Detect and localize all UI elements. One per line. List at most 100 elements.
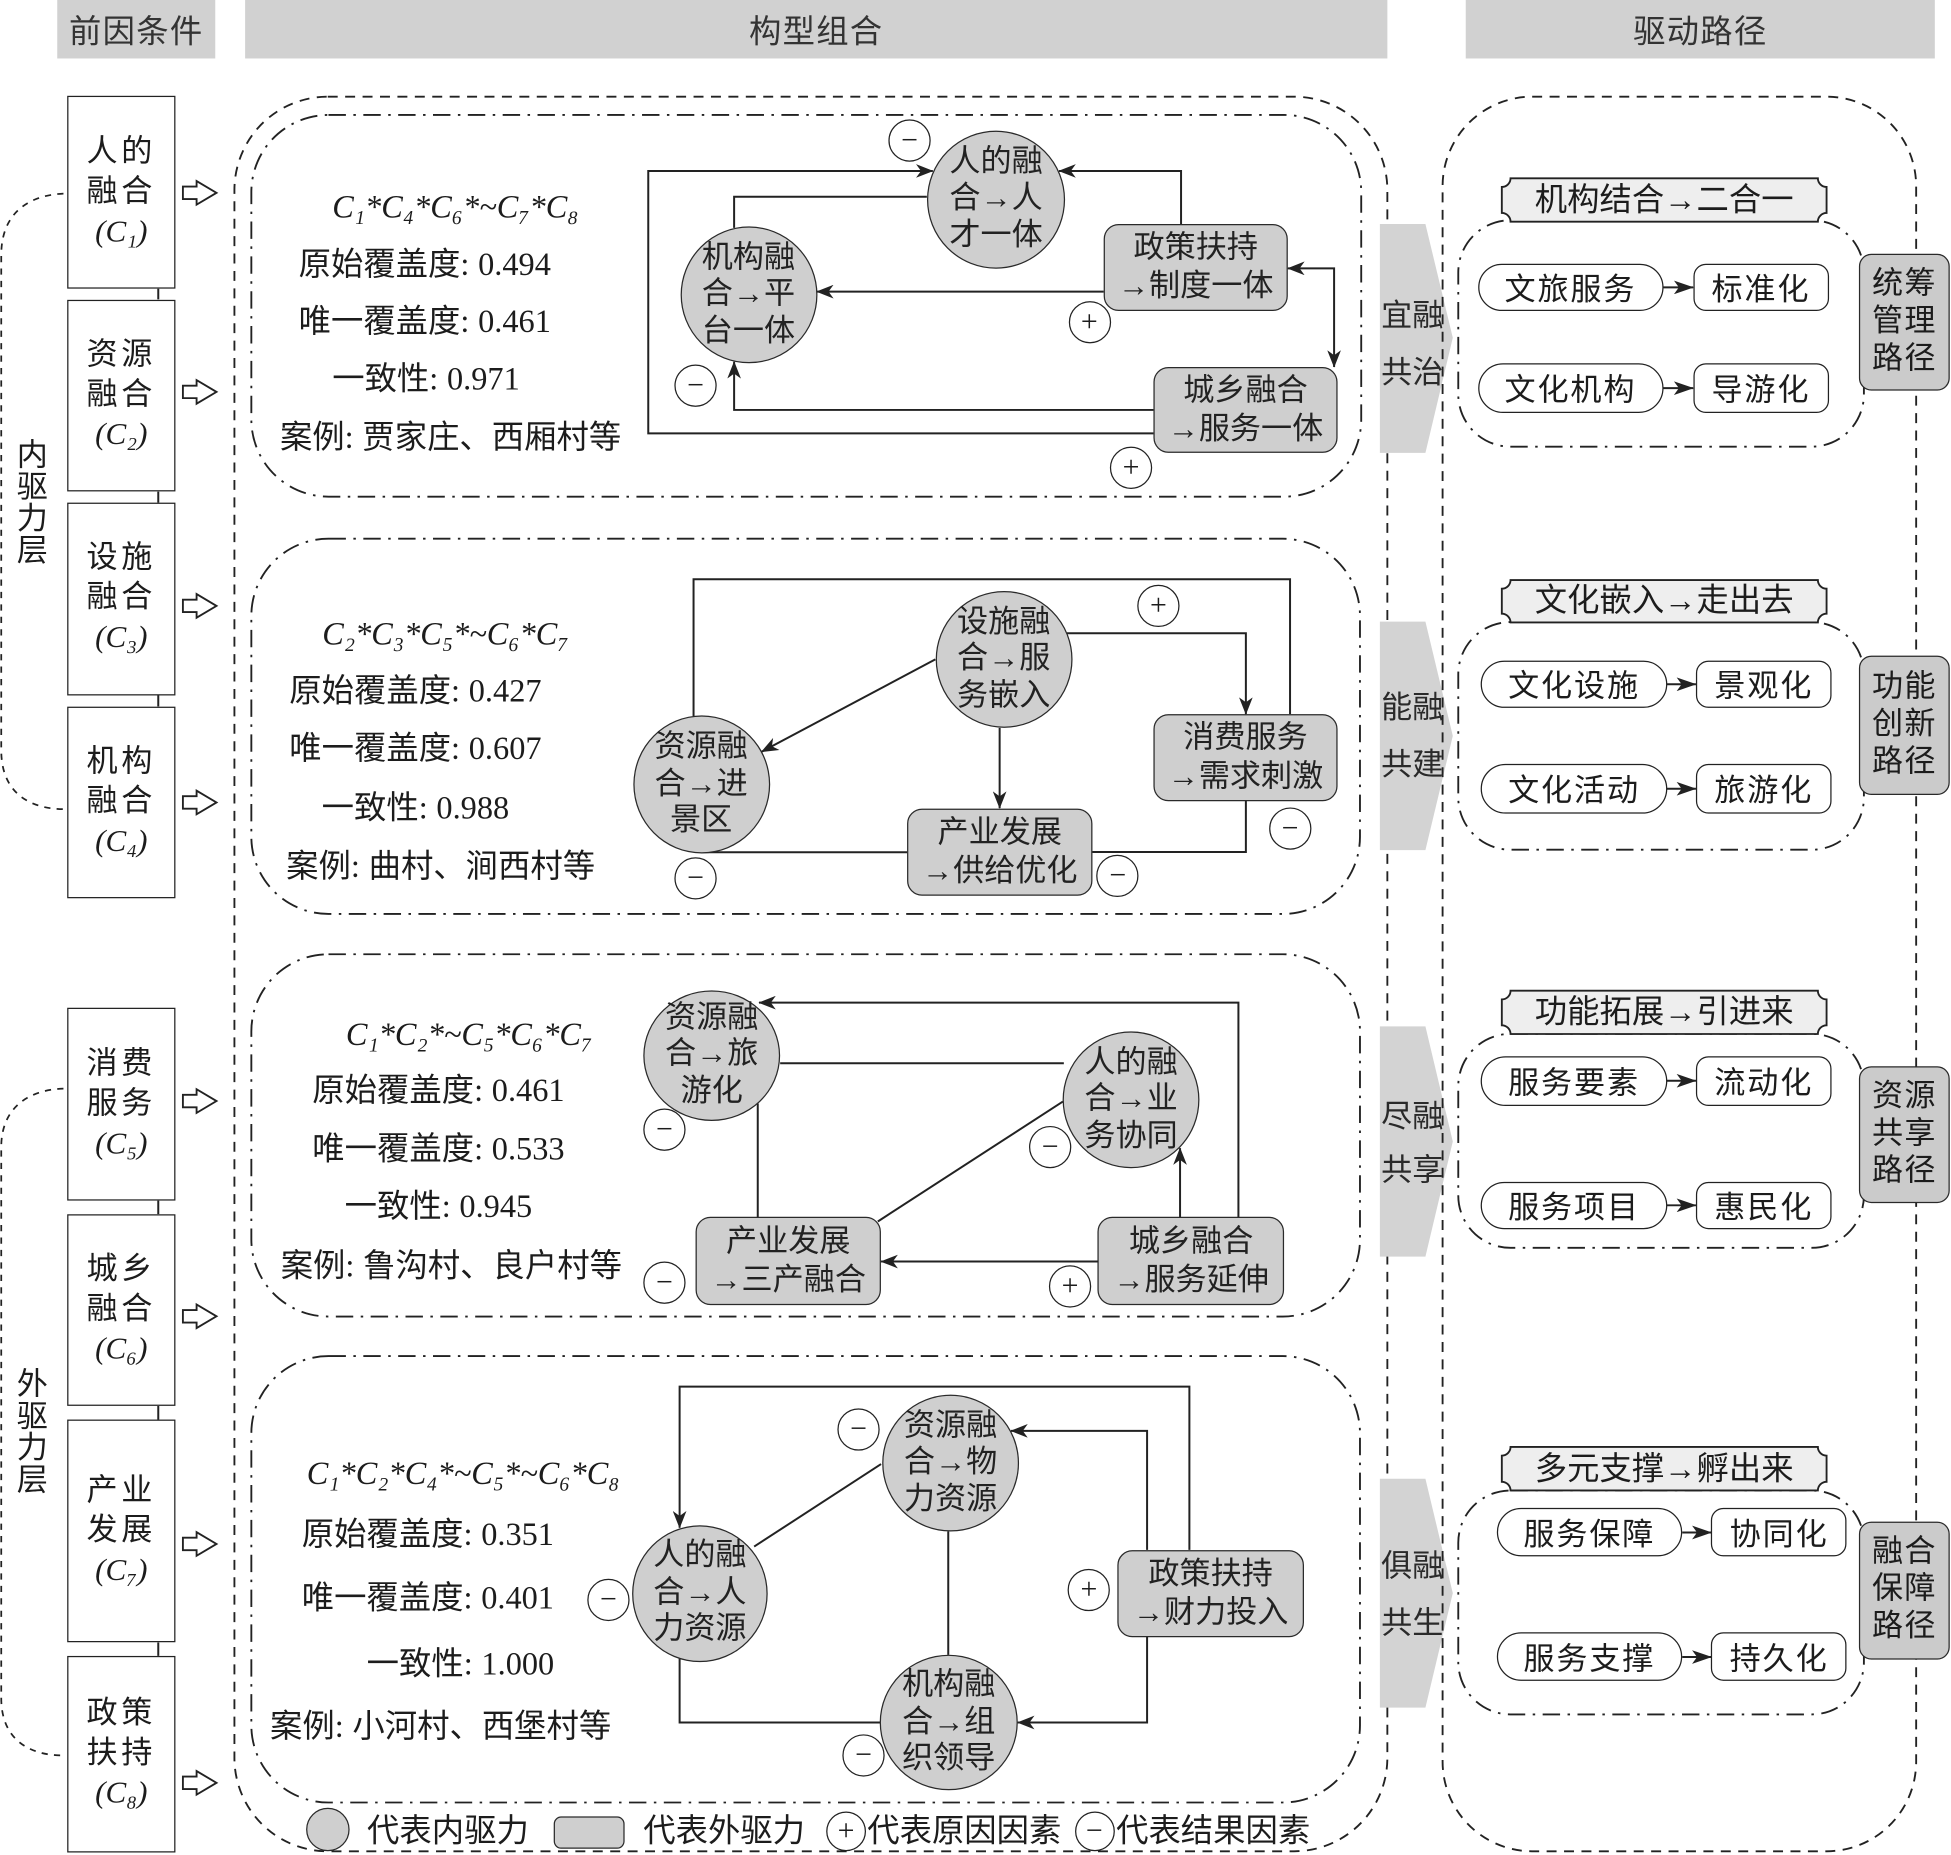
node-label-line: 合→组 — [902, 1705, 996, 1739]
node-label-line: 消费服务 — [1183, 721, 1308, 756]
cases-value: 贾家庄、西厢村等 — [362, 419, 622, 456]
c1-node-policy-support: 政策扶持 →制度一体 — [1103, 223, 1288, 312]
condition-code: (C₇) — [95, 1553, 148, 1588]
flow-target-pill: 景观化 — [1695, 660, 1832, 709]
legend-cause-label: 代表原因因素 — [867, 1812, 1062, 1849]
path-name-box-1: 统筹 管理 路径 — [1858, 253, 1950, 391]
node-label-line: 人的融 — [1084, 1046, 1178, 1080]
node-label-line: 景区 — [670, 804, 733, 838]
node-label-line: 合→人 — [949, 181, 1043, 216]
node-label-line: 政策扶持 — [1133, 231, 1258, 265]
node-label-line: 人的融 — [653, 1539, 747, 1573]
flow-target-pill: 持久化 — [1711, 1632, 1847, 1682]
configuration-4-border — [250, 1355, 1361, 1804]
flow-source-pill: 文化设施 — [1481, 660, 1667, 709]
path-banner-4 — [1500, 1445, 1828, 1492]
outcome-marker-icon: − — [674, 857, 717, 900]
chevron-arrow-3 — [1379, 1026, 1453, 1257]
config-1-unique-coverage: 唯一覆盖度:0.461 — [299, 303, 551, 340]
paths-outer-border — [1441, 95, 1918, 1853]
outcome-marker-icon: − — [674, 364, 717, 407]
config-1-raw-coverage: 原始覆盖度:0.494 — [299, 246, 551, 283]
path-banner-4-label: 多元支撑→孵出来 — [1534, 1450, 1794, 1487]
unique-coverage-label: 唯一覆盖度: — [312, 1130, 484, 1167]
node-label-line: 合→平 — [701, 277, 796, 312]
condition-code: (C₅) — [95, 1126, 148, 1161]
condition-name-line: 融合 — [86, 785, 157, 819]
path-name-line: 路径 — [1871, 1610, 1937, 1644]
cases-label: 案例: — [280, 1247, 355, 1284]
condition-name-line: 融合 — [86, 378, 157, 412]
c2-node-industry-development: 产业发展 →供给优化 — [907, 808, 1093, 896]
c4-edge-policy-to-human — [672, 1385, 1191, 1550]
condition-box-c6: 城乡 融合 (C₆) — [67, 1214, 176, 1406]
path-name-box-3: 资源 共享 路径 — [1858, 1066, 1950, 1204]
condition-name-line: 扶持 — [86, 1736, 157, 1771]
c1-edge-institution-human — [733, 195, 927, 228]
config-1-formula: C₁*C₄*C₆*~C₇*C₈ — [332, 189, 579, 226]
condition-code: (C₈) — [95, 1776, 148, 1811]
flow-target-pill: 协同化 — [1711, 1508, 1847, 1557]
legend-cause-marker-icon: + — [826, 1811, 867, 1852]
chevron-2-label-line: 共建 — [1381, 748, 1444, 783]
config-4-raw-coverage: 原始覆盖度:0.351 — [302, 1516, 554, 1553]
flow-source-pill: 服务要素 — [1481, 1056, 1667, 1106]
legend-internal-drive-label: 代表内驱力 — [367, 1812, 529, 1849]
configuration-1-border — [250, 114, 1363, 498]
cause-marker-icon: + — [1067, 1569, 1111, 1612]
node-label-line: 务嵌入 — [957, 678, 1051, 713]
unique-coverage-label: 唯一覆盖度: — [301, 1579, 473, 1616]
unique-coverage-value: 0.401 — [481, 1579, 554, 1616]
header-paths: 驱动路径 — [1465, 0, 1935, 59]
node-label-line: 合→业 — [1084, 1082, 1178, 1117]
node-label-line: 城乡融合 — [1128, 1224, 1254, 1259]
path-name-line: 路径 — [1871, 341, 1937, 376]
node-label-line: 合→人 — [653, 1576, 747, 1610]
cause-marker-icon: + — [1048, 1265, 1092, 1308]
outcome-marker-icon: − — [888, 118, 931, 162]
config-3-unique-coverage: 唯一覆盖度:0.533 — [312, 1131, 564, 1168]
node-label-line: →供给优化 — [921, 854, 1078, 888]
node-label-line: →财力投入 — [1132, 1595, 1289, 1630]
flow-target-pill: 流动化 — [1695, 1056, 1832, 1106]
hollow-arrow-icon — [181, 1087, 219, 1115]
outcome-marker-icon: − — [842, 1734, 885, 1777]
node-label-line: 城乡融合 — [1183, 373, 1308, 408]
path-name-line: 路径 — [1871, 1154, 1937, 1189]
condition-code: (C₂) — [95, 417, 148, 452]
raw-coverage-value: 0.461 — [491, 1071, 565, 1109]
legend-external-drive-label: 代表外驱力 — [643, 1812, 806, 1849]
flow-target-pill: 旅游化 — [1695, 764, 1832, 814]
unique-coverage-value: 0.533 — [491, 1130, 565, 1167]
node-label-line: →需求刺激 — [1167, 760, 1324, 794]
node-label-line: →服务延伸 — [1113, 1263, 1269, 1298]
node-label-line: 资源融 — [665, 1001, 759, 1035]
consistency-value: 0.945 — [459, 1188, 533, 1225]
hollow-arrow-icon — [181, 592, 219, 620]
c2-edge-industry-consumption — [1092, 800, 1247, 853]
outcome-marker-icon: − — [643, 1108, 686, 1151]
node-label-line: 台一体 — [701, 314, 796, 349]
condition-name-line: 政策 — [86, 1696, 157, 1731]
header-antecedents: 前因条件 — [57, 0, 216, 59]
condition-name-line: 发展 — [86, 1513, 157, 1548]
consistency-value: 1.000 — [481, 1646, 555, 1683]
chevron-1-label-line: 共治 — [1381, 357, 1444, 391]
node-label-line: 合→物 — [903, 1445, 998, 1480]
hollow-arrow-icon — [181, 179, 219, 207]
legend-outcome-marker-icon: − — [1074, 1811, 1115, 1852]
node-label-line: 产业发展 — [726, 1224, 851, 1259]
c2-node-resource-integration: 资源融 合→进 景区 — [632, 715, 770, 854]
config-4-cases: 案例:小河村、西堡村等 — [270, 1708, 611, 1745]
c2-node-consumer-services: 消费服务 →需求刺激 — [1153, 714, 1338, 802]
legend-outcome-label: 代表结果因素 — [1116, 1812, 1311, 1849]
node-label-line: 人的融 — [949, 145, 1043, 179]
raw-coverage-value: 0.427 — [468, 672, 542, 710]
condition-box-c3: 设施 融合 (C₃) — [67, 502, 176, 696]
condition-name-line: 融合 — [86, 581, 157, 616]
node-label-line: 资源融 — [903, 1409, 998, 1443]
consistency-label: 一致性: — [332, 361, 439, 398]
node-label-line: 设施融 — [957, 605, 1051, 640]
flow-target-pill: 导游化 — [1693, 363, 1829, 413]
